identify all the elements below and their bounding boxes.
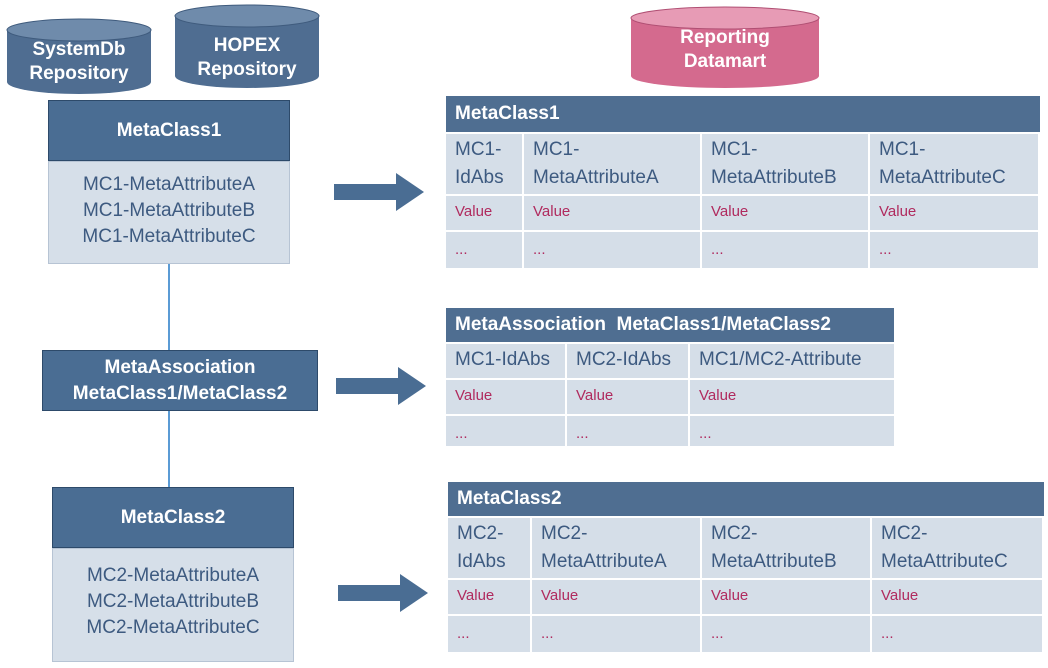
column-header: MC1- MetaAttributeC	[870, 134, 1038, 194]
cylinder-shape	[6, 18, 152, 94]
table-cell: Value	[690, 380, 894, 414]
metaassociation-table: MetaAssociation MetaClass1/MetaClass2 MC…	[446, 308, 894, 446]
table-title: MetaAssociation MetaClass1/MetaClass2	[446, 308, 894, 342]
hopex-repository-cylinder: HOPEX Repository	[174, 4, 320, 90]
arrow-right-icon	[338, 574, 428, 612]
metaclass1-box: MetaClass1 MC1-MetaAttributeA MC1-MetaAt…	[48, 100, 290, 264]
attribute-item: MC1-MetaAttributeA	[82, 174, 256, 195]
column-header: MC2- MetaAttributeC	[872, 518, 1042, 578]
table-cell: Value	[446, 196, 522, 230]
metaassociation-box: MetaAssociation MetaClass1/MetaClass2	[42, 350, 318, 411]
metaassociation-header: MetaAssociation MetaClass1/MetaClass2	[42, 350, 318, 411]
table-cell: ...	[870, 232, 1038, 268]
table-grid: MC1-IdAbs MC2-IdAbs MC1/MC2-Attribute Va…	[446, 344, 894, 446]
table-cell: ...	[524, 232, 700, 268]
metaclass1-table: MetaClass1 MC1- IdAbs MC1- MetaAttribute…	[446, 96, 1040, 268]
hopex-repository-label: HOPEX Repository	[197, 35, 297, 80]
column-header: MC1- MetaAttributeA	[524, 134, 700, 194]
table-cell: ...	[532, 616, 700, 652]
metaclass2-box: MetaClass2 MC2-MetaAttributeA MC2-MetaAt…	[52, 487, 294, 662]
column-header: MC1- IdAbs	[446, 134, 522, 194]
attribute-item: MC2-MetaAttributeB	[86, 591, 260, 612]
column-header: MC1-IdAbs	[446, 344, 565, 378]
arrow-right-icon	[334, 173, 424, 211]
attribute-item: MC2-MetaAttributeA	[86, 565, 260, 586]
attribute-item: MC1-MetaAttributeB	[82, 200, 256, 221]
table-cell: Value	[870, 196, 1038, 230]
table-title: MetaClass1	[446, 96, 1040, 132]
attribute-item: MC2-MetaAttributeC	[86, 617, 260, 638]
attribute-item: MC1-MetaAttributeC	[82, 226, 256, 247]
metaclass2-attributes: MC2-MetaAttributeA MC2-MetaAttributeB MC…	[52, 548, 294, 662]
table-cell: ...	[567, 416, 688, 446]
table-cell: Value	[446, 380, 565, 414]
column-header: MC2- IdAbs	[448, 518, 530, 578]
table-cell: Value	[567, 380, 688, 414]
arrow-right-icon	[336, 367, 426, 405]
column-header: MC2-IdAbs	[567, 344, 688, 378]
reporting-datamart-label: Reporting Datamart	[680, 27, 770, 72]
column-header: MC1- MetaAttributeB	[702, 134, 868, 194]
metaclass2-header: MetaClass2	[52, 487, 294, 548]
table-cell: Value	[532, 580, 700, 614]
table-grid: MC1- IdAbs MC1- MetaAttributeA MC1- Meta…	[446, 134, 1040, 268]
connector-line-top	[168, 264, 170, 350]
table-cell: ...	[448, 616, 530, 652]
metaclass2-table: MetaClass2 MC2- IdAbs MC2- MetaAttribute…	[448, 482, 1044, 652]
metaassociation-title-line1: MetaAssociation	[104, 356, 256, 378]
cylinder-shape	[174, 4, 320, 88]
table-cell: ...	[446, 232, 522, 268]
table-grid: MC2- IdAbs MC2- MetaAttributeA MC2- Meta…	[448, 518, 1044, 652]
table-cell: ...	[872, 616, 1042, 652]
reporting-datamart-cylinder: Reporting Datamart	[630, 6, 820, 90]
column-header: MC2- MetaAttributeA	[532, 518, 700, 578]
table-cell: Value	[872, 580, 1042, 614]
table-title: MetaClass2	[448, 482, 1044, 516]
systemdb-repository-label: SystemDb Repository	[29, 39, 129, 84]
cylinder-shape	[630, 6, 820, 88]
table-cell: ...	[690, 416, 894, 446]
metaclass1-attributes: MC1-MetaAttributeA MC1-MetaAttributeB MC…	[48, 161, 290, 264]
table-cell: Value	[702, 196, 868, 230]
table-cell: Value	[524, 196, 700, 230]
table-cell: Value	[448, 580, 530, 614]
table-cell: ...	[702, 232, 868, 268]
column-header: MC1/MC2-Attribute	[690, 344, 894, 378]
table-cell: Value	[702, 580, 870, 614]
metaassociation-title-line2: MetaClass1/MetaClass2	[72, 382, 288, 404]
table-cell: ...	[702, 616, 870, 652]
column-header: MC2- MetaAttributeB	[702, 518, 870, 578]
metaclass1-header: MetaClass1	[48, 100, 290, 161]
connector-line-bottom	[168, 411, 170, 487]
systemdb-repository-cylinder: SystemDb Repository	[6, 18, 152, 96]
table-cell: ...	[446, 416, 565, 446]
